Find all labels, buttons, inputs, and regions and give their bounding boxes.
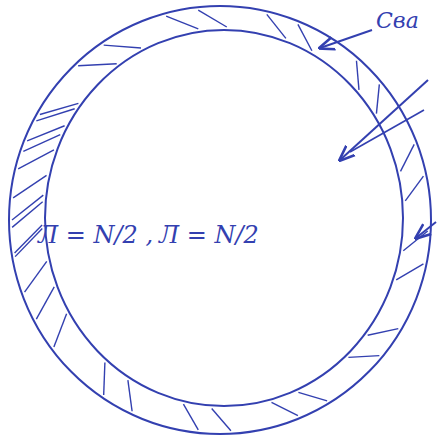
hatch-mark [356,61,359,90]
hatch-mark [212,409,231,431]
hatch-mark [166,16,198,29]
hatch-mark [78,64,117,66]
hatch-mark [403,231,427,251]
hatch-mark [36,287,54,319]
hatch-mark [104,45,141,48]
formula-text: Л = N/2 [159,221,259,249]
hatch-mark [298,392,327,401]
hatch-mark [18,150,54,169]
hatch-mark [15,225,43,253]
hatch-mark [198,10,227,27]
leader-arrow [340,80,428,160]
hatch-mark [298,24,312,50]
hatch-mark [368,329,399,336]
hatch-mark [271,402,297,415]
hatch-mark [376,84,379,113]
hatch-mark [54,314,67,347]
hatch-mark [12,195,43,220]
hatch-mark [183,404,198,430]
hatch-mark [396,264,423,280]
formula-text: Л = N/2 , [38,221,153,249]
leader-arrow [320,30,372,48]
hatch-mark [27,126,64,141]
hatch-mark [104,362,105,395]
hatch-mark [128,380,132,411]
hatch-mark [405,176,423,201]
leader-arrow [416,222,436,238]
outer-outline [9,6,431,434]
inner-outline [45,30,403,406]
hatch-mark [267,14,286,38]
hatch-mark [40,103,79,114]
hatch-mark [25,261,47,292]
hatch-mark [348,356,379,358]
hatch-mark [23,135,60,152]
ring-outline [6,3,434,437]
hatch-mark [400,144,414,171]
callout-label: Сва [376,8,419,33]
hatch-mark [13,175,46,198]
ring-ellipse: Л = N/2 ,Л = N/2 [6,3,434,437]
